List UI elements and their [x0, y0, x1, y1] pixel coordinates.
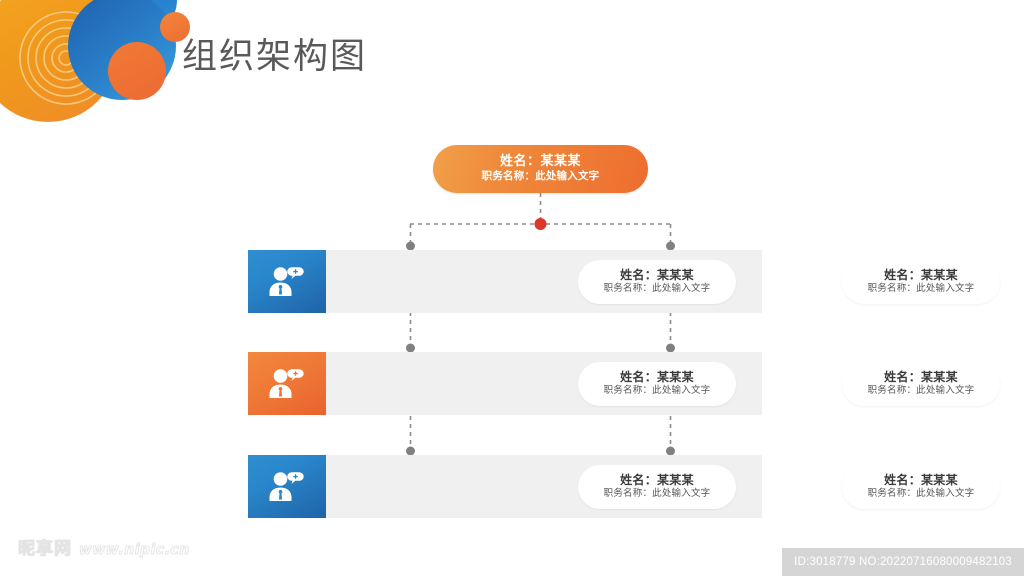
org-card[interactable]: 姓名：某某某 职务名称：此处输入文字 — [842, 260, 1000, 304]
person-add-icon-glyph — [269, 471, 304, 501]
image-id-bar: ID:3018779 NO:20220716080009482103 — [782, 548, 1024, 576]
card-role-label: 职务名称：此处输入文字 — [603, 283, 711, 295]
page-title: 组织架构图 — [182, 37, 368, 77]
card-name-label: 姓名：某某某 — [884, 370, 958, 385]
org-row-2: 姓名：某某某 职务名称：此处输入文字 姓名：某某某 职务名称：此处输入文字 — [248, 352, 1000, 415]
org-card[interactable]: 姓名：某某某 职务名称：此处输入文字 — [842, 465, 1000, 509]
card-name-label: 姓名：某某某 — [620, 268, 694, 283]
card-name-label: 姓名：某某某 — [884, 268, 958, 283]
card-role-label: 职务名称：此处输入文字 — [603, 385, 711, 397]
orange-tiny-circle — [160, 12, 190, 42]
card-role-label: 职务名称：此处输入文字 — [867, 385, 975, 397]
watermark-brand-url: www.nipic.cn — [79, 541, 190, 558]
card-name-label: 姓名：某某某 — [884, 473, 958, 488]
person-add-icon[interactable] — [248, 352, 326, 415]
root-name-label: 姓名：某某某 — [499, 154, 581, 170]
card-role-label: 职务名称：此处输入文字 — [867, 283, 975, 295]
org-card[interactable]: 姓名：某某某 职务名称：此处输入文字 — [578, 465, 736, 509]
card-role-label: 职务名称：此处输入文字 — [603, 488, 711, 500]
org-row-3: 姓名：某某某 职务名称：此处输入文字 姓名：某某某 职务名称：此处输入文字 — [248, 455, 1000, 518]
card-name-label: 姓名：某某某 — [620, 473, 694, 488]
org-card[interactable]: 姓名：某某某 职务名称：此处输入文字 — [578, 362, 736, 406]
person-add-icon[interactable] — [248, 250, 326, 313]
person-add-icon[interactable] — [248, 455, 326, 518]
decorative-circle-cluster — [0, 0, 300, 130]
org-root-node[interactable]: 姓名：某某某 职务名称：此处输入文字 — [433, 145, 648, 193]
watermark-brand-cn: 昵享网 — [18, 539, 72, 559]
card-role-label: 职务名称：此处输入文字 — [867, 488, 975, 500]
person-add-icon-glyph — [269, 266, 304, 296]
junction-dot — [534, 218, 547, 230]
org-row-1: 姓名：某某某 职务名称：此处输入文字 姓名：某某某 职务名称：此处输入文字 — [248, 250, 1000, 313]
org-card[interactable]: 姓名：某某某 职务名称：此处输入文字 — [578, 260, 736, 304]
orange-medium-circle — [108, 42, 166, 100]
org-card[interactable]: 姓名：某某某 职务名称：此处输入文字 — [842, 362, 1000, 406]
watermark: 昵享网 www.nipic.cn — [18, 539, 190, 559]
person-add-icon-glyph — [269, 368, 304, 398]
card-name-label: 姓名：某某某 — [620, 370, 694, 385]
root-role-label: 职务名称：此处输入文字 — [481, 170, 600, 183]
